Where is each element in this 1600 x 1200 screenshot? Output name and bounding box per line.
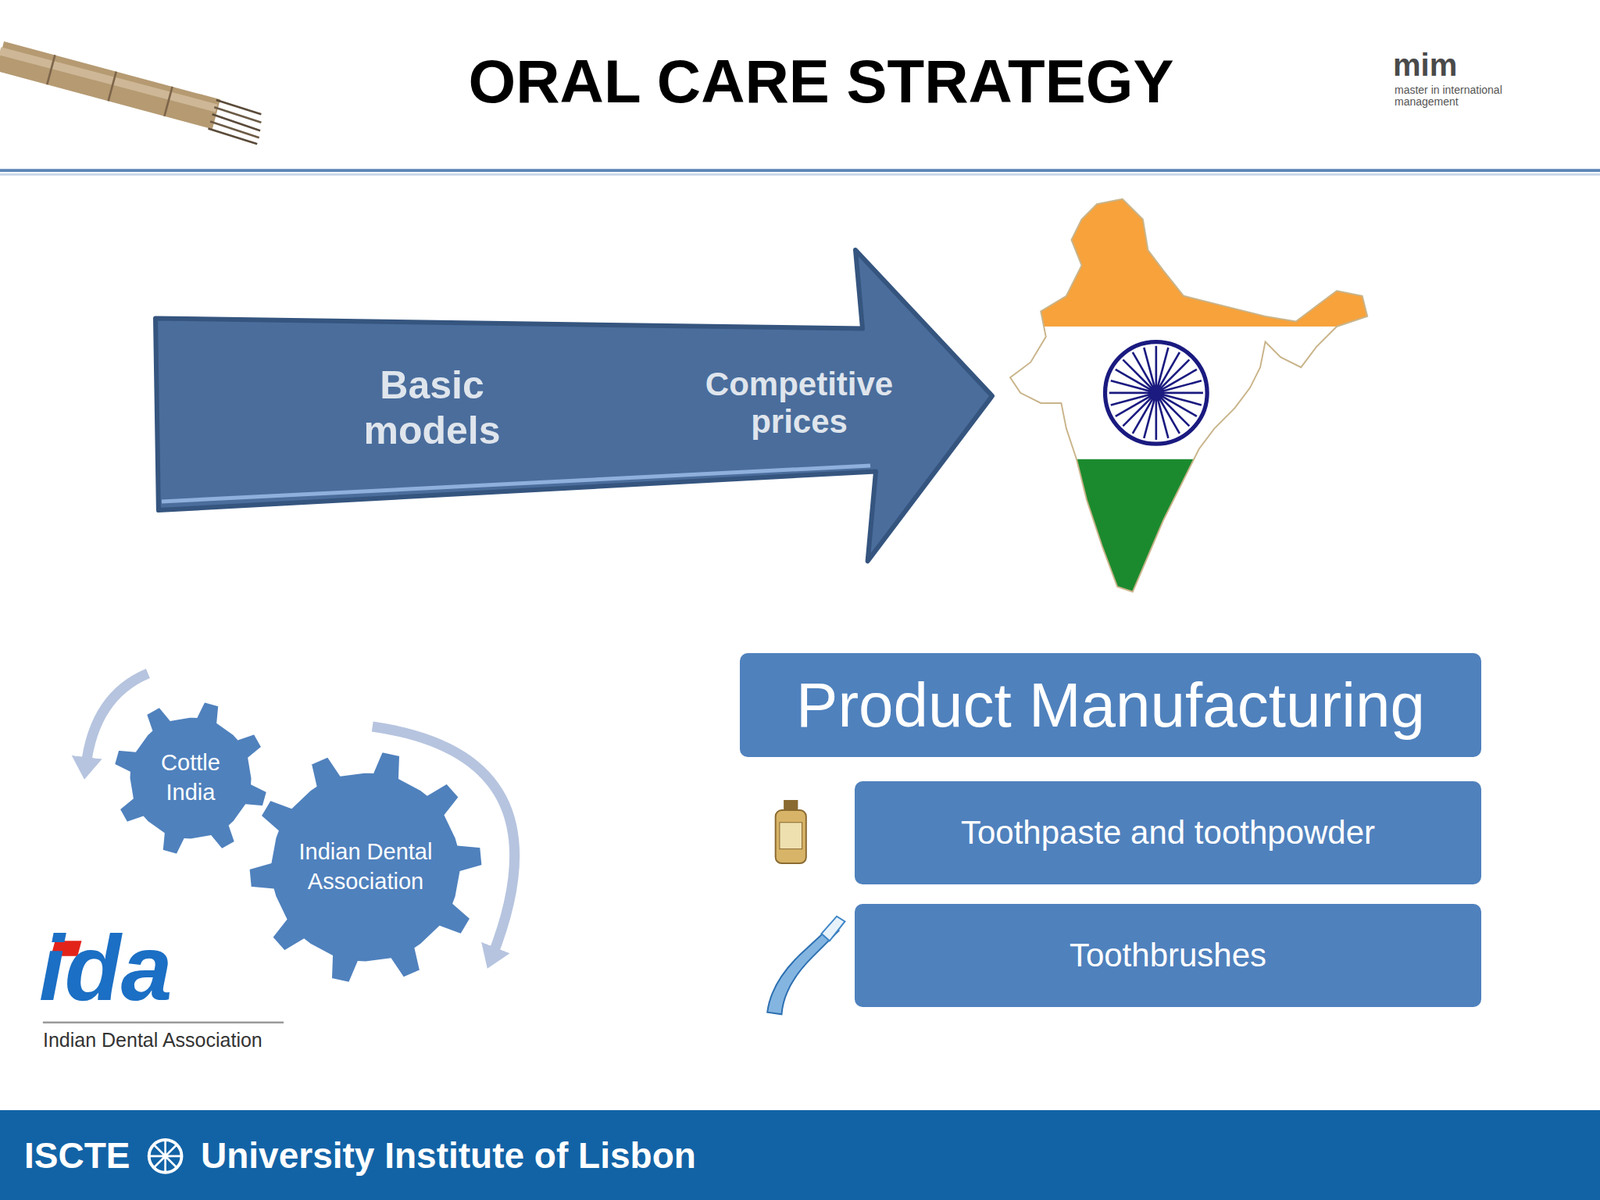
logo-caption: Indian Dental Association (42, 1029, 263, 1050)
node-text: Indian Dental Association (297, 837, 435, 897)
brush-head (821, 916, 845, 941)
spoke (1122, 359, 1190, 426)
stick-ring (46, 54, 55, 85)
bottle-label (779, 822, 803, 850)
chakra-hub (1147, 384, 1165, 401)
footer-text: ISCTE (24, 1134, 130, 1176)
bristle (207, 128, 258, 145)
bristle (210, 121, 260, 138)
arrow-label: Basic models (342, 363, 522, 454)
toothbrush-icon (767, 916, 845, 1015)
gear-outline (248, 750, 483, 983)
stick-ring (164, 86, 172, 117)
node-text: Toothbrushes (1061, 936, 1275, 975)
gear-node: Cottle India (104, 692, 277, 865)
heading-box: Product Manufacturing (739, 653, 1482, 758)
bristle (212, 114, 261, 131)
bristle (214, 107, 261, 123)
node-text: Toothpaste and toothpowder (953, 814, 1383, 852)
node-text: Cottle India (143, 748, 238, 808)
chakra-spokes (1109, 346, 1204, 440)
india-map (1000, 193, 1378, 602)
logo-wordmark: mim (1392, 48, 1458, 82)
logo-rule (42, 1021, 284, 1024)
stick-highlight (0, 50, 217, 108)
spoke (1110, 380, 1202, 405)
strategy-arrow: Basic models Competitive prices (155, 250, 993, 561)
white-band (1000, 326, 1378, 460)
arrow-outline (155, 250, 993, 561)
slide-title: ORAL CARE STRATEGY (468, 46, 1175, 118)
footer-text: University Institute of Lisbon (200, 1134, 697, 1176)
stick-body (0, 56, 217, 115)
gear-outline (113, 700, 268, 855)
header-rule (0, 168, 1600, 172)
product-box: Toothbrushes (854, 903, 1482, 1008)
saffron-band (1000, 193, 1378, 327)
logo-subtitle: master in international management (1394, 84, 1551, 108)
bottle-cap (783, 800, 798, 811)
spoke (1115, 369, 1197, 417)
product-box: Toothpaste and toothpowder (854, 781, 1482, 885)
logo-wordmark: ida (39, 920, 173, 1018)
spoke (1132, 352, 1180, 434)
chakra-rim (1105, 342, 1208, 445)
node-text: Product Manufacturing (788, 669, 1433, 742)
arrow-shape (155, 250, 993, 561)
header-rule (0, 173, 1600, 176)
gear-node: Indian Dental Association (240, 742, 491, 993)
bottle-body (775, 810, 807, 864)
miswak-stick (0, 50, 261, 144)
green-band (1000, 459, 1378, 603)
map-outline (1010, 199, 1368, 593)
arrow-label: Competitive prices (689, 365, 909, 442)
spoke (1143, 347, 1168, 439)
arrow-bevel (161, 465, 871, 502)
footer-band: ISCTE University Institute of Lisbon (0, 1110, 1600, 1200)
toothpowder-bottle-icon (775, 800, 807, 864)
stick-ring (108, 71, 117, 102)
bristle (216, 100, 261, 115)
gear-shape (104, 692, 277, 865)
gear-shape (240, 742, 491, 993)
